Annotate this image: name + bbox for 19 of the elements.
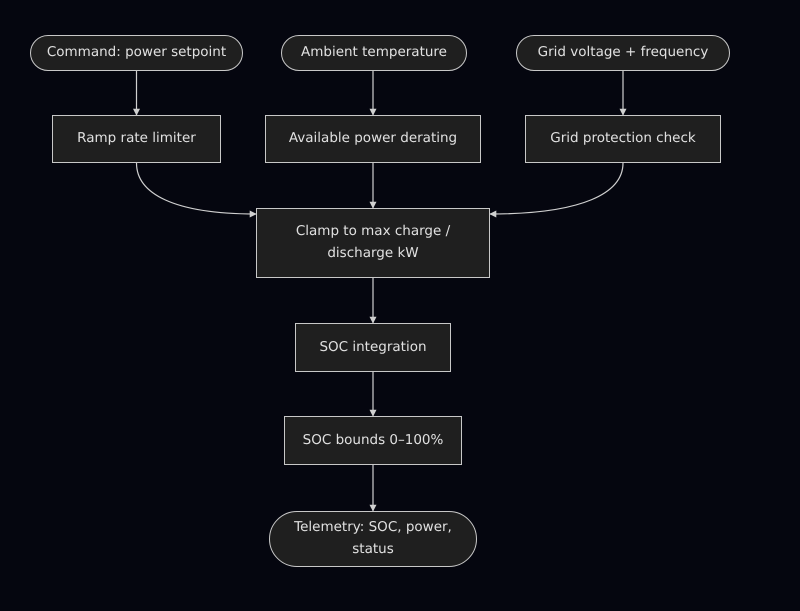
process-box: Available power derating bbox=[265, 115, 481, 163]
arrow bbox=[133, 71, 140, 116]
arrow bbox=[136, 162, 257, 218]
process-box: SOC integration bbox=[295, 323, 451, 372]
process-box: SOC bounds 0–100% bbox=[284, 416, 462, 465]
arrow bbox=[370, 278, 376, 324]
arrow bbox=[370, 71, 376, 116]
terminal-pill: Command: power setpoint bbox=[30, 35, 243, 71]
arrow bbox=[370, 465, 376, 512]
terminal-pill: Grid voltage + frequency bbox=[516, 35, 730, 71]
process-box: Grid protection check bbox=[525, 115, 721, 163]
arrow bbox=[370, 163, 376, 209]
arrow bbox=[370, 372, 376, 417]
arrow bbox=[620, 71, 626, 116]
process-box: Clamp to max charge / discharge kW bbox=[256, 208, 490, 278]
terminal-pill: Ambient temperature bbox=[281, 35, 467, 71]
arrow bbox=[489, 162, 624, 218]
terminal-pill: Telemetry: SOC, power, status bbox=[269, 511, 477, 567]
process-box: Ramp rate limiter bbox=[52, 115, 221, 163]
